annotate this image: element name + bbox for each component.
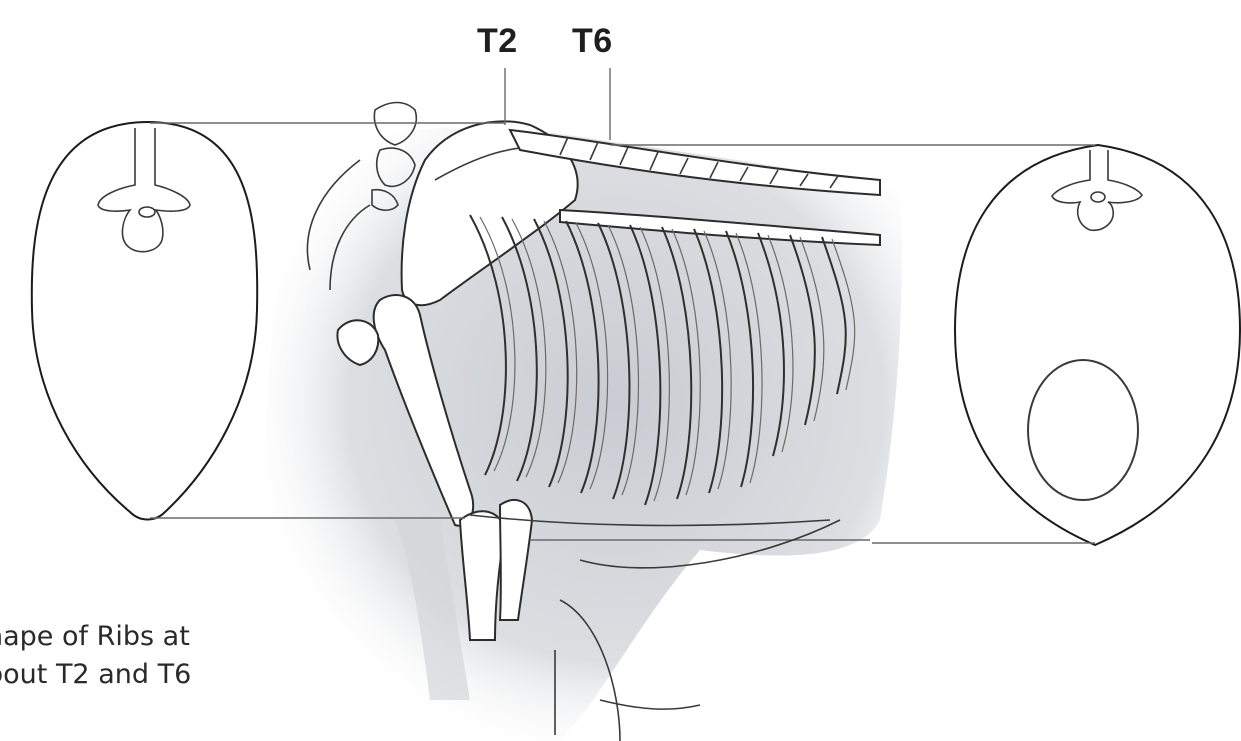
vertebra-label-t2: T2 (477, 24, 518, 58)
cross-section-t6 (955, 145, 1240, 545)
caption-line-2: bout T2 and T6 (0, 656, 191, 694)
caption-line-1: hape of Ribs at (0, 618, 191, 656)
figure-caption: hape of Ribs at bout T2 and T6 (0, 618, 191, 694)
cross-section-t2 (32, 122, 257, 520)
vertebra-label-t6: T6 (572, 24, 613, 58)
